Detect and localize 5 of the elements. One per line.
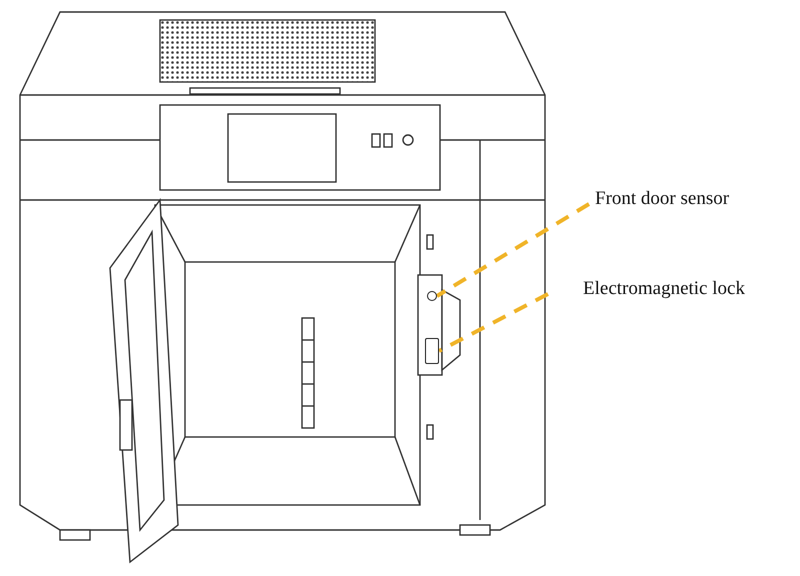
leader-line — [436, 202, 590, 298]
leader-line — [438, 292, 549, 353]
callout-label: Electromagnetic lock — [583, 278, 745, 300]
lock-part — [425, 338, 439, 364]
callout-label: Front door sensor — [595, 188, 730, 210]
